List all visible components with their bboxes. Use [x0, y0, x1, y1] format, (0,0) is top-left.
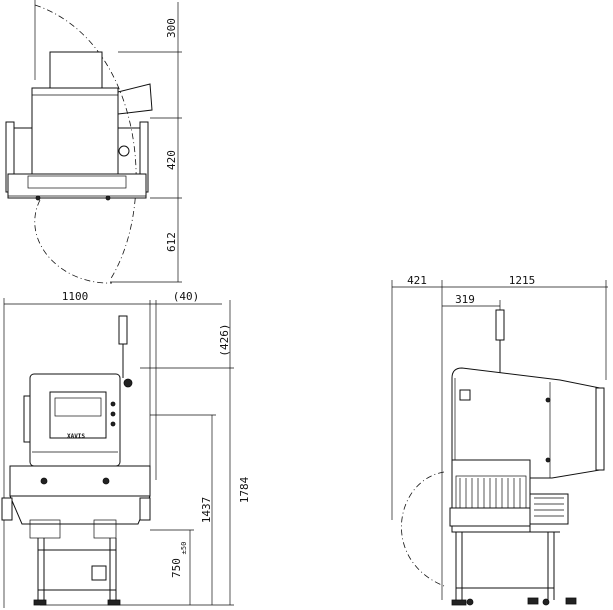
side-rear-panel [595, 387, 605, 471]
front-junction-box [91, 565, 107, 581]
side-view: 421 1215 319 [391, 274, 608, 606]
dim-body-depth: 420 [165, 150, 178, 170]
top-unit [49, 51, 103, 89]
side-main-body [451, 367, 601, 479]
top-conveyor [7, 173, 147, 199]
front-view: 1100 (40) (426) 1784 1437 750 ±50 XAVIS [1, 290, 251, 608]
dim-tolerance: ±50 [180, 542, 188, 555]
front-conveyor [9, 465, 151, 497]
dim-pole-offset: 319 [455, 293, 475, 306]
dim-beacon: (426) [218, 323, 231, 356]
top-swing-arc-upper [34, 4, 137, 281]
dim-total-height: 1784 [238, 476, 251, 503]
side-vent-box [529, 493, 569, 525]
front-brand-label: XAVIS [67, 433, 85, 440]
top-swing-arc-lower [34, 199, 113, 284]
dim-door-clearance: 612 [165, 232, 178, 252]
dim-offset: (40) [173, 290, 200, 303]
dim-panel-height: 1437 [200, 497, 213, 524]
dim-cover-clearance: 300 [165, 18, 178, 38]
side-swing-arc [401, 471, 445, 587]
dim-body-length: 1215 [509, 274, 536, 287]
dim-width: 1100 [62, 290, 89, 303]
top-view: 300 420 612 [5, 0, 182, 284]
front-display [49, 391, 107, 439]
dim-door-swing: 421 [407, 274, 427, 287]
dim-conveyor-height: 750 [170, 558, 183, 578]
front-signal-tower [118, 315, 128, 345]
side-signal-tower [495, 309, 505, 341]
